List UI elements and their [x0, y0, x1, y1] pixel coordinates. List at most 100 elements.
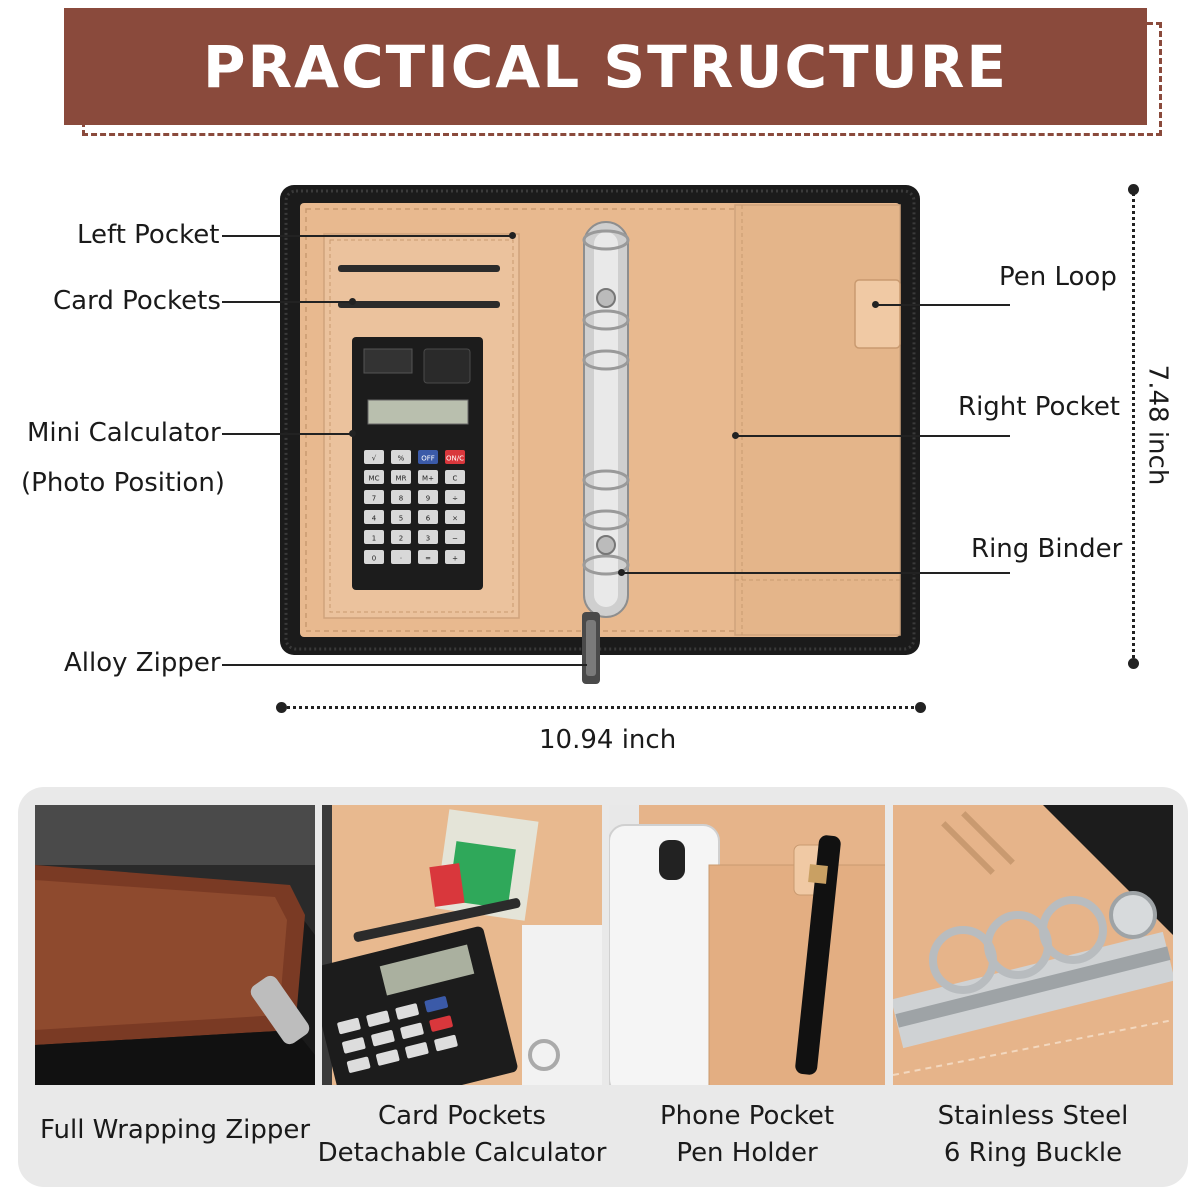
dot-pen-loop — [872, 301, 879, 308]
calculator-key-label: 3 — [426, 535, 430, 543]
binder-ring — [582, 349, 630, 371]
dot-card-pockets — [349, 298, 356, 305]
calculator-key — [364, 510, 384, 524]
dot-ring-binder — [618, 569, 625, 576]
leader-mini-calculator — [222, 433, 352, 435]
calculator-key-label: % — [398, 455, 405, 463]
binder-ring — [582, 469, 630, 491]
calculator-key — [364, 450, 384, 464]
calculator-key-label: 5 — [399, 515, 403, 523]
label-pen-loop: Pen Loop — [999, 262, 1117, 292]
caption-ring-buckle: Stainless Steel 6 Ring Buckle — [893, 1098, 1173, 1172]
calculator-key — [445, 530, 465, 544]
label-photo-position: (Photo Position) — [21, 468, 225, 498]
caption-ring-buckle-line1: Stainless Steel — [937, 1101, 1129, 1131]
binder-ring — [582, 229, 630, 251]
height-dimension-cap-top — [1128, 184, 1139, 195]
calculator-key-label: · — [400, 555, 402, 563]
leader-ring-binder — [622, 572, 1010, 574]
binder-ring — [582, 554, 630, 576]
calculator-key — [391, 530, 411, 544]
feature-image-card-pockets — [322, 805, 602, 1085]
header-banner: PRACTICAL STRUCTURE — [64, 8, 1147, 125]
calculator-key — [418, 510, 438, 524]
pen-loop — [854, 279, 901, 349]
width-dimension-cap-left — [276, 702, 287, 713]
calculator-key — [391, 450, 411, 464]
label-right-pocket: Right Pocket — [958, 392, 1121, 422]
calculator-key — [364, 490, 384, 504]
calculator-key — [418, 450, 438, 464]
label-card-pockets: Card Pockets — [53, 286, 221, 316]
calculator-key — [445, 510, 465, 524]
alloy-zipper-pull — [582, 612, 600, 684]
calculator-key — [391, 510, 411, 524]
right-pocket — [734, 204, 901, 636]
leader-alloy-zipper — [222, 664, 587, 666]
label-mini-calculator: Mini Calculator — [27, 418, 221, 448]
page-title: PRACTICAL STRUCTURE — [203, 32, 1008, 101]
caption-ring-buckle-line2: 6 Ring Buckle — [943, 1138, 1123, 1168]
calculator-key-label: 1 — [372, 535, 376, 543]
caption-card-pockets-line1: Card Pockets — [378, 1101, 546, 1131]
calculator-key — [391, 550, 411, 564]
calculator-key — [418, 530, 438, 544]
calculator-key-label: ÷ — [452, 495, 458, 503]
label-ring-binder: Ring Binder — [971, 534, 1123, 564]
calculator-key — [445, 450, 465, 464]
calculator-key-label: M+ — [422, 475, 434, 483]
calculator-key-label: 2 — [399, 535, 403, 543]
calculator-key-label: × — [452, 515, 458, 523]
dot-mini-calculator — [349, 430, 356, 437]
calculator-key — [364, 530, 384, 544]
width-dimension-label: 10.94 inch — [539, 725, 677, 755]
calculator-key-label: MR — [396, 475, 407, 483]
calculator-key-label: 0 — [372, 555, 376, 563]
width-dimension-line — [282, 706, 920, 709]
calculator-key-label: MC — [369, 475, 380, 483]
calculator-key-label: − — [452, 535, 458, 543]
leader-right-pocket — [736, 435, 1010, 437]
calculator-key-label: √ — [372, 455, 377, 463]
calculator-key — [445, 490, 465, 504]
caption-phone-pocket-line1: Phone Pocket — [659, 1101, 835, 1131]
binder-ring — [582, 509, 630, 531]
card-slot-2 — [338, 301, 500, 308]
calculator-key-label: ON/C — [446, 455, 464, 463]
binder-ring — [582, 309, 630, 331]
caption-card-pockets: Card Pockets Detachable Calculator — [312, 1098, 612, 1172]
calculator-key-label: 7 — [372, 495, 376, 503]
calculator-key-label: = — [425, 555, 431, 563]
label-alloy-zipper: Alloy Zipper — [64, 648, 221, 678]
feature-image-phone-pocket — [609, 805, 885, 1085]
caption-phone-pocket: Phone Pocket Pen Holder — [609, 1098, 885, 1172]
calculator-key-label: 6 — [426, 515, 431, 523]
calculator-key — [391, 470, 411, 484]
height-dimension-label: 7.48 inch — [1142, 364, 1173, 486]
calculator-key — [364, 550, 384, 564]
card-slot-1 — [338, 265, 500, 272]
calculator-key — [418, 470, 438, 484]
height-dimension-line — [1132, 188, 1135, 664]
leader-card-pockets — [222, 301, 352, 303]
calculator-key — [391, 490, 411, 504]
caption-card-pockets-line2: Detachable Calculator — [317, 1138, 607, 1168]
caption-phone-pocket-line2: Pen Holder — [676, 1138, 818, 1168]
caption-zipper: Full Wrapping Zipper — [35, 1112, 315, 1149]
calculator-key — [418, 550, 438, 564]
feature-image-ring-buckle — [893, 805, 1173, 1085]
calculator-key — [445, 470, 465, 484]
calculator-key-label: OFF — [421, 455, 435, 463]
calculator-key-label: 8 — [399, 495, 403, 503]
width-dimension-cap-right — [915, 702, 926, 713]
calculator-key-label: C — [453, 475, 458, 483]
feature-image-zipper — [35, 805, 315, 1085]
leader-left-pocket — [222, 235, 512, 237]
label-left-pocket: Left Pocket — [77, 220, 220, 250]
calculator-key-label: 9 — [426, 495, 430, 503]
dot-left-pocket — [509, 232, 516, 239]
dot-right-pocket — [732, 432, 739, 439]
calculator-key — [364, 470, 384, 484]
